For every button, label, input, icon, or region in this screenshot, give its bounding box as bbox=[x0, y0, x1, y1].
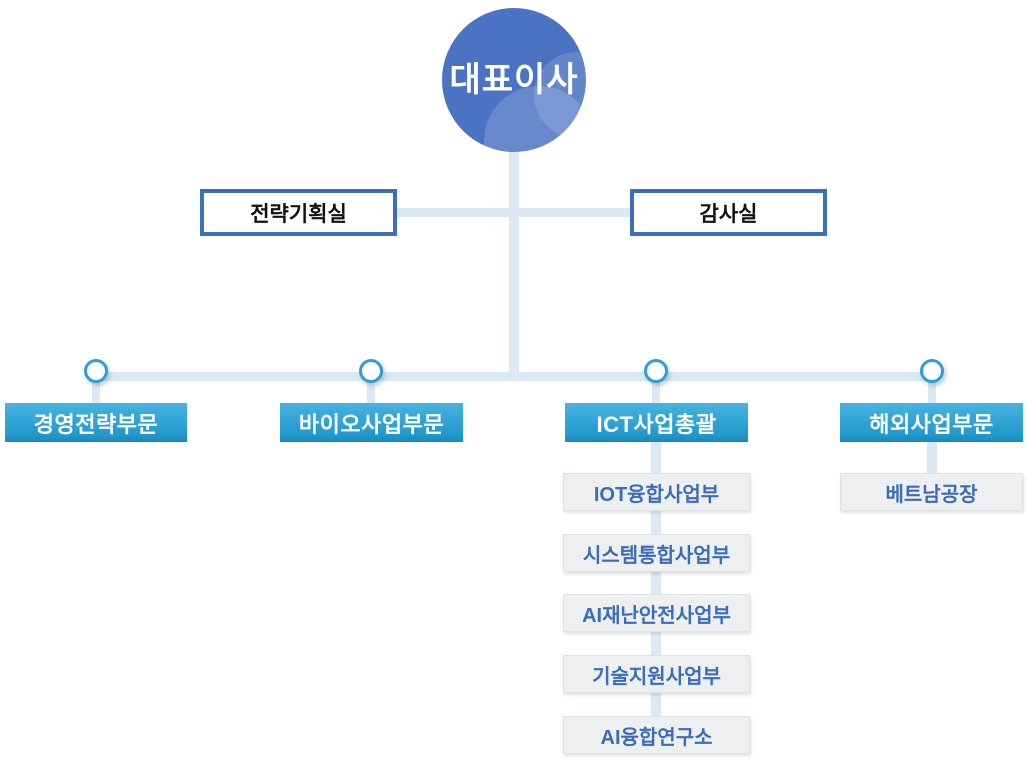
division-label: 해외사업부문 bbox=[869, 411, 994, 437]
child-node-tech-support: 기술지원사업부 bbox=[563, 655, 750, 693]
division-node-management-strategy: 경영전략부문 bbox=[5, 403, 187, 442]
child-label: 기술지원사업부 bbox=[592, 665, 721, 688]
connector-staff-horizontal bbox=[397, 208, 630, 217]
child-node-iot: IOT융합사업부 bbox=[563, 473, 750, 511]
staff-label: 감사실 bbox=[699, 202, 758, 226]
connector-stub-division-1 bbox=[92, 380, 100, 403]
connector-overseas-stub bbox=[927, 441, 937, 474]
staff-node-strategy-planning: 전략기획실 bbox=[200, 189, 397, 236]
child-node-ai-convergence-lab: AI융합연구소 bbox=[563, 716, 750, 754]
ceo-label: 대표이사 bbox=[449, 60, 579, 99]
connector-stub-division-3 bbox=[652, 380, 660, 403]
child-label: AI융합연구소 bbox=[600, 726, 713, 749]
child-node-system-integration: 시스템통합사업부 bbox=[563, 534, 750, 572]
staff-node-audit: 감사실 bbox=[630, 189, 827, 236]
child-label: IOT융합사업부 bbox=[593, 483, 720, 506]
connector-divisions-horizontal bbox=[96, 372, 932, 381]
junction-circle-2 bbox=[359, 359, 383, 383]
junction-circle-4 bbox=[920, 359, 944, 383]
division-node-overseas-business: 해외사업부문 bbox=[840, 403, 1023, 442]
connector-stub-division-4 bbox=[928, 380, 936, 403]
ceo-node: 대표이사 bbox=[442, 8, 586, 152]
division-label: 경영전략부문 bbox=[33, 411, 159, 437]
staff-label: 전략기획실 bbox=[250, 202, 347, 226]
connector-root-trunk bbox=[509, 144, 519, 381]
connector-stub-division-2 bbox=[367, 380, 375, 403]
junction-circle-1 bbox=[84, 359, 108, 383]
child-node-ai-disaster-safety: AI재난안전사업부 bbox=[563, 594, 750, 632]
child-label: 베트남공장 bbox=[885, 483, 978, 506]
division-node-ict-business: ICT사업총괄 bbox=[565, 403, 748, 442]
child-label: 시스템통합사업부 bbox=[582, 544, 731, 567]
division-label: 바이오사업부문 bbox=[298, 411, 445, 437]
division-node-bio-business: 바이오사업부문 bbox=[280, 403, 463, 442]
junction-circle-3 bbox=[644, 359, 668, 383]
child-node-vietnam-factory: 베트남공장 bbox=[840, 473, 1023, 511]
connector-ict-trunk bbox=[651, 441, 661, 736]
child-label: AI재난안전사업부 bbox=[582, 604, 731, 627]
division-label: ICT사업총괄 bbox=[596, 411, 717, 437]
